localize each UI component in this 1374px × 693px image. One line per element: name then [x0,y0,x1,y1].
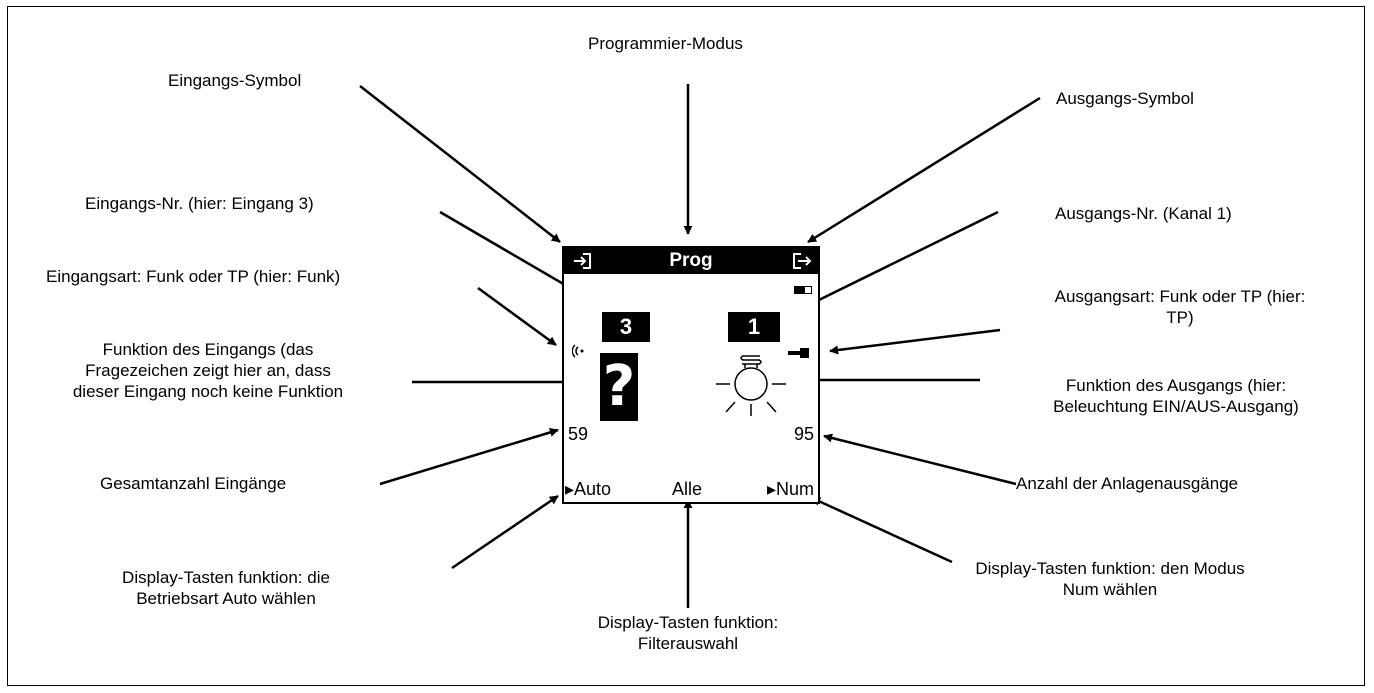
label-taste-num: Display-Tasten funktion: den Modus Num w… [950,558,1270,600]
output-arrow-icon [793,253,812,269]
wired-plug-icon [788,348,809,358]
diagram-frame [7,6,1365,686]
input-arrow-icon [574,253,591,269]
label-funktion-ausgang-line2: Beleuchtung EIN/AUS-Ausgang) [1053,397,1299,416]
label-taste-filter: Display-Tasten funktion: Filterauswahl [548,612,828,654]
label-ausgangs-symbol: Ausgangs-Symbol [1056,89,1194,108]
label-taste-num-line1: Display-Tasten funktion: den Modus [975,559,1245,578]
label-funktion-ausgang-line1: Funktion des Ausgangs (hier: [1065,376,1287,395]
arrow-ausgangsart [829,328,1001,355]
device-display: Prog 3 1 ? 59 95 ▸Auto All [562,246,820,504]
total-inputs-value: 59 [568,424,589,444]
label-taste-filter-line1: Display-Tasten funktion: [597,613,779,632]
label-gesamtanzahl-eingaenge: Gesamtanzahl Eingänge [100,474,287,493]
softkey-num[interactable]: ▸Num [766,479,814,499]
label-taste-filter-line2: Filterauswahl [637,634,739,653]
arrow-eingangsart [477,286,557,347]
label-anzahl-anlagenausgaenge: Anzahl der Anlagenausgänge [1016,474,1239,493]
arrow-taste-auto [451,494,559,570]
label-eingangsart: Eingangsart: Funk oder TP (hier: Funk) [46,267,341,286]
display-header: Prog [564,248,818,274]
label-eingangs-nr: Eingangs-Nr. (hier: Eingang 3) [85,194,314,213]
label-taste-auto-line1: Display-Tasten funktion: die [122,568,330,587]
label-funktion-eingang-line1: Funktion des Eingangs (das [102,340,314,359]
softkey-alle[interactable]: Alle [672,479,703,499]
display-title: Prog [669,250,713,271]
softkey-auto[interactable]: ▸Auto [565,479,612,499]
label-taste-auto: Display-Tasten funktion: die Betriebsart… [96,567,356,609]
label-taste-auto-line2: Betriebsart Auto wählen [136,589,316,608]
input-function-question-mark: ? [600,353,638,421]
input-number-box: 3 [602,312,650,342]
battery-icon [794,286,812,294]
label-funktion-eingang: Funktion des Eingangs (das Fragezeichen … [38,339,378,402]
arrow-anlagenausgaenge [823,433,1017,486]
arrow-gesamtanzahl [379,428,559,486]
radio-waves-icon [572,344,584,358]
label-funktion-eingang-line3: dieser Eingang noch keine Funktion [72,382,344,401]
label-programmier-modus: Programmier-Modus [588,34,743,53]
label-eingangs-symbol: Eingangs-Symbol [168,71,302,90]
label-funktion-ausgang: Funktion des Ausgangs (hier: Beleuchtung… [994,375,1358,417]
label-funktion-eingang-line2: Fragezeichen zeigt hier an, dass [85,361,331,380]
arrow-taste-num [811,496,953,564]
label-ausgangsart-line2: TP) [1166,308,1194,327]
light-bulb-icon [716,355,786,416]
output-number-box: 1 [728,312,780,342]
label-ausgangsart-line1: Ausgangsart: Funk oder TP (hier: [1054,287,1306,306]
arrow-ausgangs-symbol [807,96,1041,244]
label-ausgangsart: Ausgangsart: Funk oder TP (hier: TP) [1010,286,1350,328]
arrow-eingangs-symbol [359,85,561,243]
label-ausgangs-nr: Ausgangs-Nr. (Kanal 1) [1055,204,1232,223]
label-taste-num-line2: Num wählen [1062,580,1158,599]
total-outputs-value: 95 [793,424,814,444]
